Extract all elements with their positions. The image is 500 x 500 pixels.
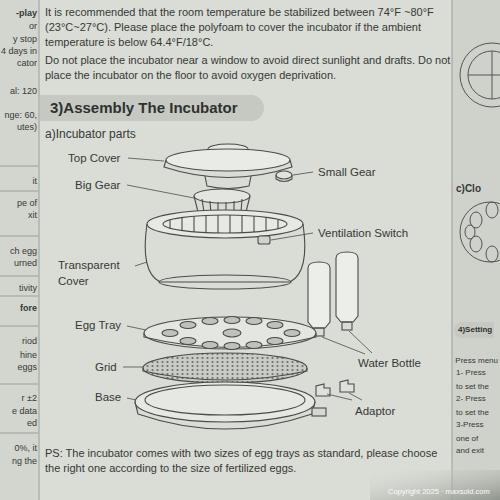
cut-text: al: 120 [1,86,37,97]
cut-text: ch egg [1,246,37,257]
photo-shadow [370,470,500,500]
cut-text: -play [1,8,37,19]
cut-text: 0%, it [1,443,37,454]
section-band: 4)Setting [454,322,494,338]
cut-text: tivity [1,283,37,294]
part-name: Top Cover [68,151,120,167]
cut-text: hine [1,350,37,361]
cut-text: or [1,21,37,32]
part-name: Small Gear [318,165,376,181]
cut-text: utes) [1,122,37,133]
incubator-parts [135,144,358,429]
part-name: Base [95,390,121,406]
body-text: Do not place the incubator near a window… [45,53,455,83]
fold-line [38,0,40,500]
section-heading: 3)Assembly The Incubator [50,99,238,117]
part-name: Egg Tray [75,318,121,334]
cut-text: nge: 60, [1,110,37,121]
cut-text: eggs [1,362,37,373]
cut-text: y stop [1,34,37,45]
cut-text: riod [1,336,37,347]
cut-text: 4 days in [1,46,37,57]
note-text: PS: The incubator comes with two sizes o… [45,446,455,476]
body-text: It is recommended that the room temperat… [45,5,455,50]
cut-text: 2- Press [456,394,486,404]
part-name: Transparent Cover [58,258,132,289]
right-page [452,0,500,500]
watermark: Copyright 2025 · maxsold.com [388,487,490,496]
cut-text: urned [1,258,37,269]
cut-text: one of [456,434,478,444]
cut-text: r ±2 [1,393,37,404]
cut-text: e data [1,406,37,417]
section-band: 3)Assembly The Incubator [40,95,264,121]
cut-text: ed [1,418,37,429]
part-name: Ventilation Switch [318,226,408,242]
side-figure [460,43,500,262]
part-name: Big Gear [75,178,120,194]
leader-lines [123,158,372,400]
cut-text: Press menu [455,356,498,366]
cut-text: to set the [456,408,489,418]
cut-text: 1- Press [456,368,486,378]
table-rules [0,166,38,433]
cut-text: 3-Press [456,420,484,430]
cut-text: ng the [1,456,37,467]
part-name: Water Bottle [358,356,421,372]
cut-text: cator [1,58,37,69]
part-name: Adaptor [355,404,395,420]
cut-text: it [1,176,37,187]
fold-line [451,0,453,500]
cut-text: and exit [456,446,484,456]
cut-text: c)Clo [456,182,481,196]
cut-text: fore [1,303,37,314]
part-name: Grid [95,360,117,376]
cut-text: pe of [1,198,37,209]
cut-text: to set the [456,382,489,392]
left-page [0,0,39,500]
cut-text: xit [1,210,37,221]
subheading: a)Incubator parts [45,126,136,142]
section-heading: 4)Setting [458,325,492,335]
